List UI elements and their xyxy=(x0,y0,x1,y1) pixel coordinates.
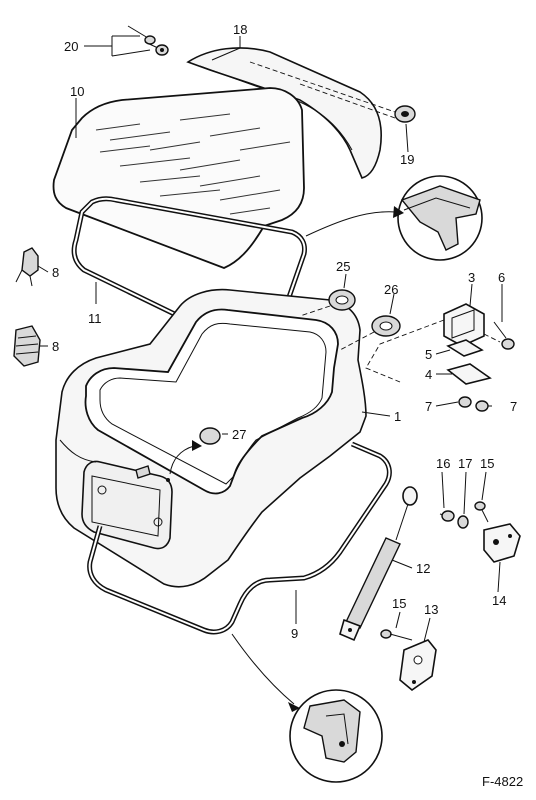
seal-section-detail-bottom xyxy=(231,633,383,783)
callout-1: 1 xyxy=(394,409,401,424)
callout-6: 6 xyxy=(498,270,505,285)
callout-7-right: 7 xyxy=(510,399,517,414)
rear-window-glass-part-10 xyxy=(52,87,305,269)
callout-25: 25 xyxy=(336,259,350,274)
screw-set-part-20 xyxy=(127,25,169,56)
callout-15-lower: 15 xyxy=(392,596,406,611)
plug-part-27 xyxy=(169,427,221,475)
callout-10: 10 xyxy=(70,84,84,99)
callout-11: 11 xyxy=(88,311,102,326)
seal-section-detail-top xyxy=(305,175,483,261)
bump-stop-part-8b xyxy=(13,325,41,367)
leader-lines xyxy=(37,35,503,643)
callout-15-upper: 15 xyxy=(480,456,494,471)
callout-19: 19 xyxy=(400,152,414,167)
washer-part-17 xyxy=(457,515,469,529)
nut-part-7b xyxy=(475,400,489,412)
callout-5: 5 xyxy=(425,347,432,362)
bolt-part-6 xyxy=(483,321,515,350)
callout-7-left: 7 xyxy=(425,399,432,414)
tailgate-seal-part-9 xyxy=(87,441,392,635)
spoiler-part-18 xyxy=(186,47,396,179)
screw-part-15b xyxy=(380,629,413,641)
hinge-part-3 xyxy=(365,303,485,383)
callout-9: 9 xyxy=(291,626,298,641)
callout-8-lower: 8 xyxy=(52,339,59,354)
callout-26: 26 xyxy=(384,282,398,297)
callout-8-upper: 8 xyxy=(52,265,59,280)
bracket-part-13 xyxy=(399,639,437,692)
callout-3: 3 xyxy=(468,270,475,285)
screw-part-15a xyxy=(474,501,489,523)
callout-18: 18 xyxy=(233,22,247,37)
bracket-part-14 xyxy=(483,523,521,563)
callout-27: 27 xyxy=(232,427,246,442)
callout-13: 13 xyxy=(424,602,438,617)
callout-14: 14 xyxy=(492,593,506,608)
callout-labels: 20 18 10 19 8 8 11 25 26 3 6 5 4 7 7 1 2… xyxy=(52,22,517,641)
nut-part-7a xyxy=(458,396,472,408)
shim-part-5 xyxy=(446,339,484,357)
shim-part-4 xyxy=(446,363,492,385)
grommet-part-19 xyxy=(394,105,416,123)
figure-reference: F-4822 xyxy=(482,774,523,789)
bump-stop-part-8a xyxy=(15,247,39,287)
callout-4: 4 xyxy=(425,367,432,382)
buffer-part-26 xyxy=(339,315,401,351)
callout-20: 20 xyxy=(64,39,78,54)
ball-stud-part-16 xyxy=(439,510,455,522)
gas-strut-part-12 xyxy=(339,486,418,642)
buffer-part-25 xyxy=(299,289,356,317)
callout-12: 12 xyxy=(416,561,430,576)
callout-16: 16 xyxy=(436,456,450,471)
callout-17: 17 xyxy=(458,456,472,471)
